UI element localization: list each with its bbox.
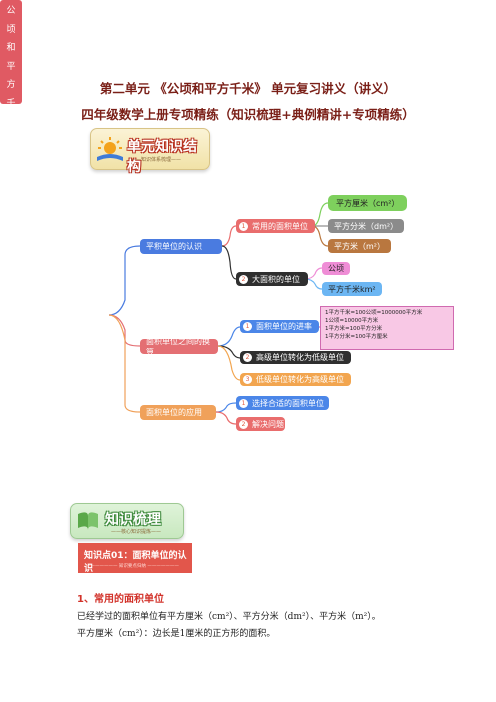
node-label: 大面积的单位 [252, 274, 300, 284]
leaf-label: 平方分米（dm²） [334, 221, 399, 231]
root-char: 平 [6, 61, 16, 72]
node-label: 选择合适的面积单位 [252, 398, 324, 408]
section-heading: 1、常用的面积单位 [77, 594, 164, 605]
document-title-line1: 第二单元 《公顷和平方千米》 单元复习讲义（讲义） [99, 81, 397, 96]
leaf-label: 公顷 [328, 264, 344, 273]
leaf-label: 平方米（m²） [334, 241, 385, 251]
knowledge-review-banner-title: 知识梳理 [105, 512, 161, 528]
mindmap-root: 公 顷 和 平 方 千 米 [0, 0, 22, 127]
branch-label: 平积单位的认识 [146, 242, 202, 251]
knowledge-review-banner-sub: ——核心知识提炼—— [111, 529, 162, 535]
node-label: 常用的面积单位 [252, 221, 308, 231]
leaf-hectare: 公顷 [322, 262, 350, 275]
book-icon [78, 512, 98, 530]
document-title-line2: 四年级数学上册专项精练（知识梳理+典例精讲+专项精练） [81, 107, 415, 122]
rate-line: 1平方米=100平方分米 [325, 326, 383, 332]
leaf-square-decimeter: 平方分米（dm²） [328, 219, 405, 233]
node-low-to-high-units: 3 低级单位转化为高级单位 [240, 373, 351, 386]
unit-rates-box: 1平方千米=100公顷=1000000平方米 1公顷=10000平方米 1平方米… [320, 306, 454, 350]
node-label: 解决问题 [252, 419, 284, 429]
knowledge-point-sub: ——————— 知识要点归纳 ——————— [86, 564, 179, 569]
number-badge: 1 [239, 221, 248, 231]
node-label: 低级单位转化为高级单位 [256, 375, 344, 384]
node-high-to-low-units: 2 高级单位转化为低级单位 [240, 351, 351, 364]
paragraph: 已经学过的面积单位有平方厘米（cm²）、平方分米（dm²）、平方米（m²）。 [77, 612, 381, 622]
branch-area-units-recognition: 平积单位的认识 [140, 239, 222, 254]
node-choose-suitable-unit: 1 选择合适的面积单位 [236, 396, 329, 410]
number-badge: 1 [243, 322, 252, 331]
leaf-label: 平方厘米（cm²） [336, 198, 400, 208]
paragraph: 平方厘米（cm²）：边长是1厘米的正方形的面积。 [77, 629, 276, 639]
branch-label: 面积单位之间的换算 [146, 336, 210, 357]
root-char: 方 [6, 80, 16, 90]
node-unit-rates: 1 面积单位的进率 [240, 320, 319, 333]
leaf-square-meter: 平方米（m²） [328, 239, 391, 253]
branch-unit-conversion: 面积单位之间的换算 [140, 337, 218, 357]
knowledge-point-card: 知识点01：面积单位的认识 ——————— 知识要点归纳 ——————— [78, 543, 192, 574]
node-large-area-units: 2 大面积的单位 [236, 272, 308, 286]
node-solve-problems: 2 解决问题 [236, 417, 285, 431]
root-char: 顷 [6, 24, 16, 35]
rate-line: 1平方千米=100公顷=1000000平方米 [325, 310, 423, 316]
rate-line: 1平方分米=100平方厘米 [325, 334, 388, 340]
unit-structure-banner-title: 单元知识结构 [127, 139, 197, 175]
root-char: 米 [6, 117, 16, 127]
leaf-square-kilometer: 平方千米km² [322, 282, 382, 296]
unit-structure-banner: 单元知识结构 ——知识体系梳理—— [90, 128, 210, 175]
node-label: 高级单位转化为低级单位 [256, 353, 344, 362]
root-char: 和 [6, 43, 16, 53]
root-char: 千 [6, 98, 16, 109]
branch-label: 面积单位的应用 [146, 408, 202, 417]
leaf-square-centimeter: 平方厘米（cm²） [328, 195, 408, 211]
knowledge-review-banner: 知识梳理 ——核心知识提炼—— [70, 503, 184, 539]
unit-structure-banner-sub: ——知识体系梳理—— [131, 157, 182, 163]
node-label: 面积单位的进率 [256, 322, 312, 331]
number-badge: 2 [243, 353, 252, 362]
node-common-area-units: 1 常用的面积单位 [236, 219, 315, 233]
rate-line: 1公顷=10000平方米 [325, 318, 379, 324]
branch-unit-application: 面积单位的应用 [140, 405, 216, 420]
leaf-label: 平方千米km² [328, 284, 376, 294]
number-badge: 2 [239, 274, 248, 284]
number-badge: 2 [239, 419, 248, 429]
number-badge: 1 [239, 398, 248, 408]
number-badge: 3 [243, 375, 252, 384]
sun-book-icon [97, 137, 123, 161]
knowledge-point-title: 知识点01：面积单位的认识 [84, 551, 187, 574]
root-char: 公 [6, 6, 16, 16]
